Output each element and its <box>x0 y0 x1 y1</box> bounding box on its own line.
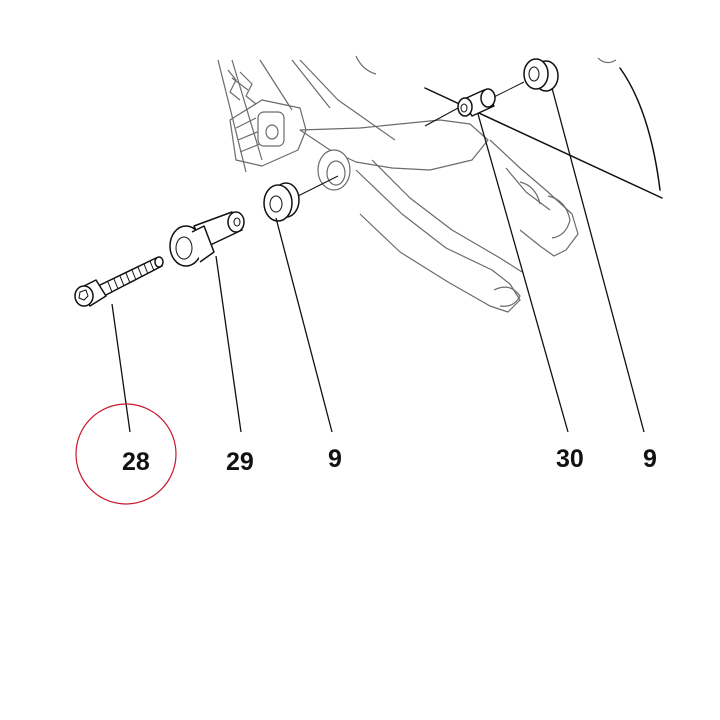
spacer-part-30 <box>457 88 496 117</box>
frame-bracket <box>217 55 617 313</box>
callout-30: 30 <box>556 445 584 473</box>
washer-part-9-right <box>523 58 559 92</box>
leader-9-right <box>551 87 645 433</box>
assembly-axis <box>297 175 339 197</box>
leader-29 <box>215 255 242 433</box>
callout-28: 28 <box>122 448 150 476</box>
frame-curve <box>619 67 661 191</box>
washer-part-9-left <box>263 182 300 222</box>
screw-part-28 <box>74 256 164 307</box>
callout-9-left: 9 <box>328 445 342 473</box>
leader-28 <box>111 303 131 433</box>
leader-30 <box>477 113 569 433</box>
bushing-part-29 <box>169 211 245 267</box>
highlight-circle <box>75 403 177 505</box>
assembly-axis-mid <box>424 107 459 127</box>
callout-29: 29 <box>226 448 254 476</box>
callout-9-right: 9 <box>643 445 657 473</box>
leader-9-left <box>275 217 333 433</box>
